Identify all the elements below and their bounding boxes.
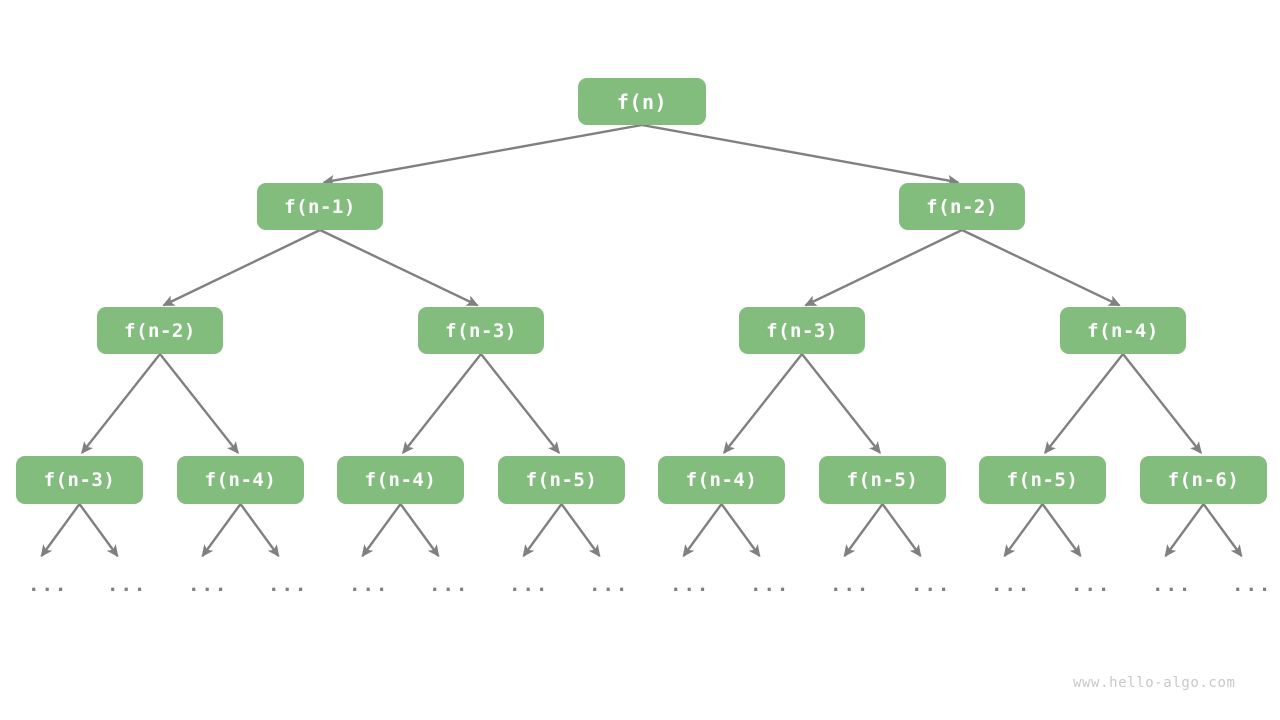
tree-edge-arrow	[78, 503, 119, 558]
ellipsis-marker: ...	[509, 574, 550, 596]
tree-edge-arrow	[1164, 503, 1205, 558]
tree-node[interactable]: f(n-1)	[257, 183, 383, 230]
tree-edge-arrow	[361, 503, 402, 558]
tree-edge-arrow	[804, 228, 963, 307]
tree-node[interactable]: f(n)	[578, 78, 706, 125]
tree-edge-arrow	[239, 503, 280, 558]
tree-edge-arrow	[1202, 503, 1243, 558]
ellipsis-marker: ...	[429, 574, 470, 596]
tree-node[interactable]: f(n-5)	[819, 456, 946, 504]
tree-edge-arrow	[720, 503, 761, 558]
tree-edge-arrow	[723, 353, 803, 454]
tree-node[interactable]: f(n-2)	[97, 307, 223, 354]
tree-edge-arrow	[322, 123, 643, 186]
tree-node[interactable]: f(n-3)	[16, 456, 143, 504]
ellipsis-marker: ...	[107, 574, 148, 596]
ellipsis-marker: ...	[1232, 574, 1273, 596]
tree-edge-arrow	[1044, 353, 1124, 454]
ellipsis-marker: ...	[589, 574, 630, 596]
tree-edge-arrow	[881, 503, 922, 558]
ellipsis-marker: ...	[1071, 574, 1112, 596]
tree-node[interactable]: f(n-3)	[418, 307, 544, 354]
tree-node[interactable]: f(n-5)	[979, 456, 1106, 504]
ellipsis-marker: ...	[911, 574, 952, 596]
ellipsis-marker: ...	[1152, 574, 1193, 596]
tree-edge-arrow	[1041, 503, 1082, 558]
tree-edge-arrow	[641, 123, 960, 186]
tree-edge-arrow	[1122, 353, 1202, 454]
tree-edge-arrow	[402, 353, 482, 454]
ellipsis-marker: ...	[349, 574, 390, 596]
tree-edge-arrow	[162, 228, 321, 307]
ellipsis-marker: ...	[268, 574, 309, 596]
tree-node[interactable]: f(n-3)	[739, 307, 865, 354]
tree-edge-arrow	[159, 353, 239, 454]
ellipsis-marker: ...	[28, 574, 69, 596]
ellipsis-marker: ...	[830, 574, 871, 596]
tree-edge-arrow	[40, 503, 81, 558]
ellipsis-marker: ...	[750, 574, 791, 596]
tree-edge-arrow	[1003, 503, 1044, 558]
tree-edge-arrow	[201, 503, 242, 558]
tree-edge-arrow	[81, 353, 161, 454]
tree-edge-arrow	[399, 503, 440, 558]
watermark: www.hello-algo.com	[1073, 675, 1236, 691]
tree-node[interactable]: f(n-4)	[1060, 307, 1186, 354]
tree-edge-arrow	[961, 228, 1121, 307]
tree-node[interactable]: f(n-4)	[658, 456, 785, 504]
tree-edge-arrow	[682, 503, 723, 558]
tree-node[interactable]: f(n-5)	[498, 456, 625, 504]
tree-node[interactable]: f(n-2)	[899, 183, 1025, 230]
tree-edge-arrow	[522, 503, 563, 558]
ellipsis-marker: ...	[991, 574, 1032, 596]
tree-node[interactable]: f(n-4)	[337, 456, 464, 504]
ellipsis-marker: ...	[670, 574, 711, 596]
tree-node[interactable]: f(n-4)	[177, 456, 304, 504]
tree-edge-arrow	[560, 503, 601, 558]
tree-edge-arrow	[801, 353, 881, 454]
tree-node[interactable]: f(n-6)	[1140, 456, 1267, 504]
ellipsis-marker: ...	[188, 574, 229, 596]
tree-edge-arrow	[480, 353, 560, 454]
tree-edge-arrow	[319, 228, 479, 307]
tree-edge-arrow	[843, 503, 884, 558]
